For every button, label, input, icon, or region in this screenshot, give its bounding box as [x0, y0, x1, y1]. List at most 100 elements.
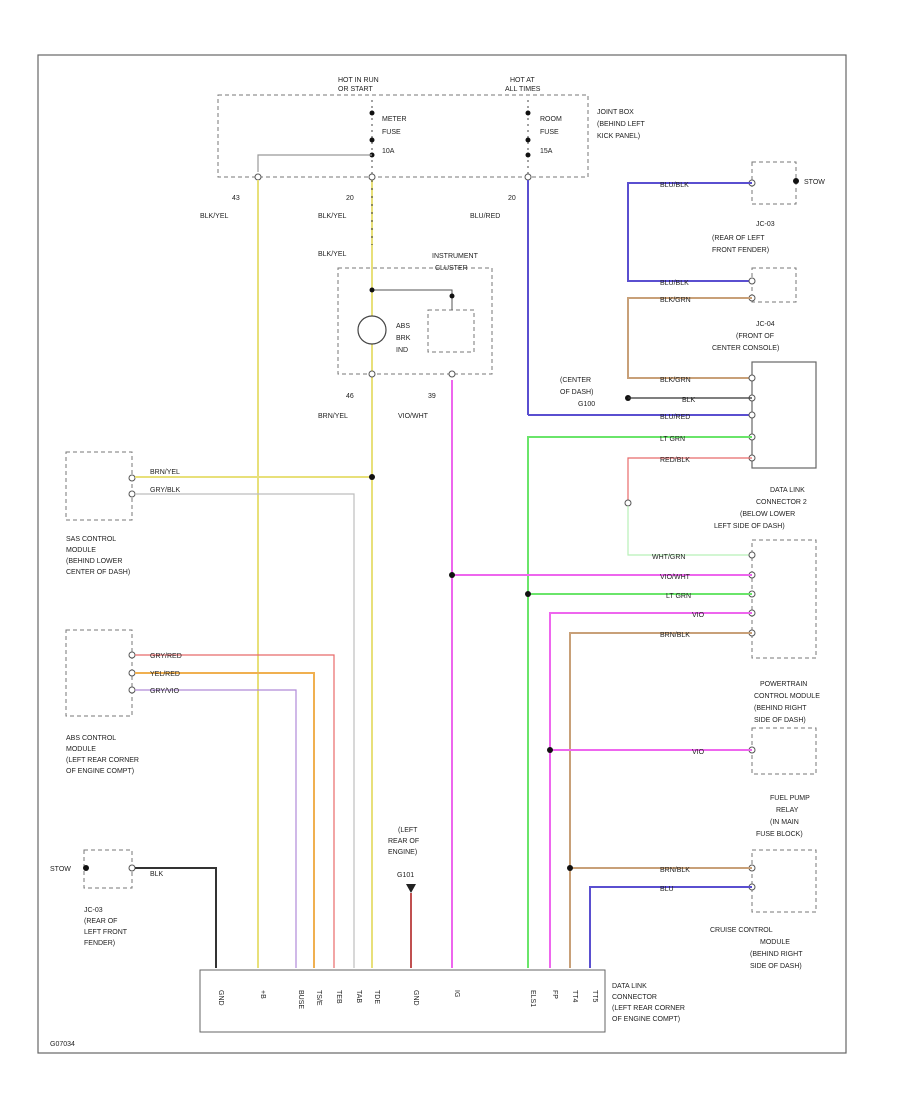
- sas-wire-label-2: GRY/BLK: [150, 487, 181, 494]
- dlc-pin-3: TS/E: [315, 990, 322, 1006]
- room-fuse-label-1: ROOM: [540, 116, 562, 123]
- abs-wire-label-3: GRY/VIO: [150, 688, 180, 695]
- wire-abs-orange: [135, 672, 315, 968]
- term-jb-43: [254, 173, 262, 181]
- conn-20b: 20: [508, 195, 516, 202]
- wire-label-w1: BLK/YEL: [200, 213, 229, 220]
- sas-label-4: CENTER OF DASH): [66, 569, 130, 576]
- term-abs-1: [128, 651, 136, 659]
- cruise-label-2: MODULE: [760, 939, 790, 946]
- data-link-connector-2: [751, 539, 817, 659]
- dlc-pin-7: GND: [412, 990, 419, 1006]
- wire-label-rt6: BLU/RED: [660, 414, 690, 421]
- abs-label-4: OF ENGINE COMPT): [66, 768, 134, 775]
- ground-symbol-icon: [406, 884, 416, 893]
- wire-blue-loop: [627, 182, 752, 282]
- room-fuse-label-2: FUSE: [540, 129, 559, 136]
- term-abs-2: [128, 669, 136, 677]
- dlc2-label-1: DATA LINK: [770, 487, 805, 494]
- dlc2-label-3: (BELOW LOWER: [740, 511, 795, 518]
- joint-box-label-2: (BEHIND LEFT: [597, 121, 646, 128]
- ground-label-2: REAR OF: [388, 838, 419, 845]
- sas-label-2: MODULE: [66, 547, 96, 554]
- cruise-label-4: SIDE OF DASH): [750, 963, 802, 970]
- fuel-pump-label-2: RELAY: [776, 807, 799, 814]
- term-dlc-red: [624, 499, 632, 507]
- room-fuse-label-3: 15A: [540, 148, 553, 155]
- dlc-pin-12: TT5: [591, 990, 598, 1003]
- jc03-right-label-2: (REAR OF LEFT: [712, 235, 765, 242]
- term-jc04-1: [748, 277, 756, 285]
- fp-junction: [567, 865, 573, 871]
- sas-label-1: SAS CONTROL: [66, 536, 116, 543]
- dlc-pin-4: TEB: [335, 990, 342, 1004]
- jc03-right-label-1: JC-03: [756, 221, 775, 228]
- meter-fuse-label-2: FUSE: [382, 129, 401, 136]
- pcm-label-4: SIDE OF DASH): [754, 717, 806, 724]
- cluster-inner-box: [427, 309, 475, 353]
- abs-brake-lamp-icon: [357, 315, 387, 345]
- data-link-connector: [199, 969, 606, 1033]
- wire-blue-cc: [589, 886, 752, 968]
- jc03-right: [751, 161, 797, 205]
- sas-wire-label-1: BRN/YEL: [150, 469, 180, 476]
- term-sas-1: [128, 474, 136, 482]
- wire-label-rt9: WHT/GRN: [652, 554, 685, 561]
- cluster-title-2: CLUSTER: [435, 265, 468, 272]
- jc03-right-node: [793, 178, 799, 184]
- wire-meter-to-left: [257, 154, 372, 172]
- abs-lamp-label-2: BRK: [396, 335, 411, 342]
- dlc-pin-1: +B: [259, 990, 266, 999]
- g100-label-1: (CENTER: [560, 377, 591, 384]
- dlc-pin-0: GND: [217, 990, 224, 1006]
- dlc-label-4: OF ENGINE COMPT): [612, 1016, 680, 1023]
- cluster-node-2: [449, 293, 455, 299]
- jc03-left-label-2: (REAR OF: [84, 918, 117, 925]
- joint-box: [217, 94, 589, 178]
- jc04-label-2: (FRONT OF: [736, 333, 774, 340]
- jc03-left-label-1: JC-03: [84, 907, 103, 914]
- pcm-label-1: POWERTRAIN: [760, 681, 807, 688]
- conn-20a: 20: [346, 195, 354, 202]
- wire-label-w4: BLK/YEL: [318, 251, 347, 258]
- green-junction: [525, 591, 531, 597]
- wire-label-w3: BLU/RED: [470, 213, 500, 220]
- wire-label-rt5: BLK: [682, 397, 696, 404]
- dlc-pin-2: BUSE: [297, 990, 304, 1009]
- abs-label-1: ABS CONTROL: [66, 735, 116, 742]
- g100-label-3: G100: [578, 401, 595, 408]
- wire-sas-gray: [135, 493, 355, 968]
- wire-label-rt2: BLU/BLK: [660, 280, 689, 287]
- wire-black-ground: [135, 867, 217, 968]
- instrument-cluster: [337, 267, 493, 375]
- conn-43: 43: [232, 195, 240, 202]
- wire-label-rt12: VIO: [692, 612, 705, 619]
- hot-all-label-2: ALL TIMES: [505, 86, 541, 93]
- wire-label-w6: VIO/WHT: [398, 413, 429, 420]
- dlc2-label-4: LEFT SIDE OF DASH): [714, 523, 785, 530]
- jc03-left-label-4: FENDER): [84, 940, 115, 947]
- dlc-pin-8: IG: [453, 990, 460, 997]
- abs-wire-label-2: YEL/RED: [150, 671, 180, 678]
- fuel-pump-label-4: FUSE BLOCK): [756, 831, 803, 838]
- fp-wire-label: BRN/BLK: [660, 867, 690, 874]
- wire-label-w2: BLK/YEL: [318, 213, 347, 220]
- dlc-label-2: CONNECTOR: [612, 994, 657, 1001]
- wire-abs-violet: [135, 689, 297, 968]
- wire-label-rt11: LT GRN: [666, 593, 691, 600]
- dlc-label-1: DATA LINK: [612, 983, 647, 990]
- dlc2-label-2: CONNECTOR 2: [756, 499, 807, 506]
- wire-whtgrn: [627, 506, 752, 556]
- dlc-pin-9: ELS1: [529, 990, 536, 1007]
- pcm-junction: [547, 747, 553, 753]
- abs-label-2: MODULE: [66, 746, 96, 753]
- wire-violet-dlc2: [549, 612, 752, 968]
- term-jb-20a: [368, 173, 376, 181]
- conn-39: 39: [428, 393, 436, 400]
- dlc-pin-5: TAB: [355, 990, 362, 1003]
- hot-all-label-1: HOT AT: [510, 77, 535, 84]
- wire-brown-loop: [627, 297, 752, 379]
- wire-label-rt8: RED/BLK: [660, 457, 690, 464]
